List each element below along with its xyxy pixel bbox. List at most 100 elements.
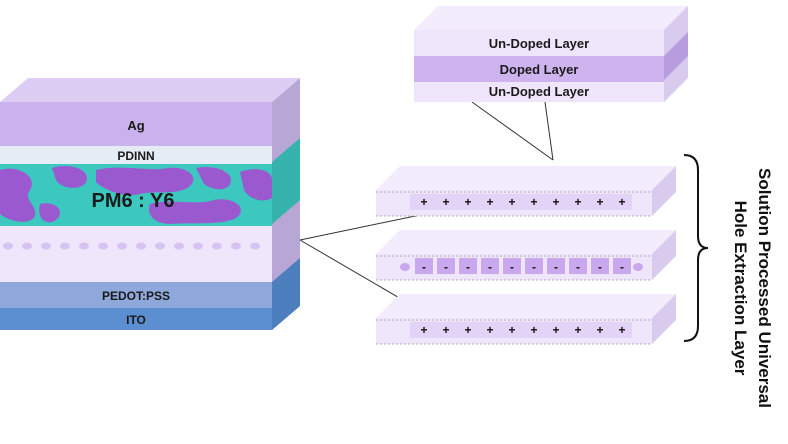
charge-mid-cell [481, 258, 499, 274]
htl-dot [98, 242, 108, 250]
active-blob-1 [0, 168, 36, 222]
charge-top-charge-symbol: + [420, 195, 427, 209]
htl-dot [60, 242, 70, 250]
layer-label-ito: ITO [126, 313, 146, 327]
detail-label-middle: Doped Layer [500, 62, 579, 77]
active-blob-6 [148, 199, 241, 224]
device-stack: Ag PDINN PM6 : Y6 PEDOT:PSS ITO [0, 78, 300, 330]
active-blob-2 [52, 165, 88, 188]
detail-layer-top [414, 30, 664, 56]
detail-stack: Un-Doped Layer Doped Layer Un-Doped Laye… [414, 6, 688, 102]
charge-top-charge-symbol: + [442, 195, 449, 209]
active-blob-5 [240, 169, 272, 201]
htl-dot [250, 242, 260, 250]
layer-ito [0, 308, 272, 330]
charge-mid-cell [569, 258, 587, 274]
charge-mid-charge-symbol: - [576, 260, 580, 274]
charge-bot-charge-symbol: + [486, 323, 493, 337]
charge-top-charge-symbol: + [596, 195, 603, 209]
charge-mid-charge-symbol: - [598, 260, 602, 274]
detail-line-right [544, 101, 554, 161]
stack-side-active [272, 138, 300, 224]
detail-label-top: Un-Doped Layer [489, 36, 589, 51]
charge-mid-cell [525, 258, 543, 274]
charge-top-charge-symbol: + [530, 195, 537, 209]
htl-dot [3, 242, 13, 250]
layer-label-pdinn: PDINN [117, 149, 154, 163]
detail-line-left [471, 101, 554, 161]
detail-layer-middle [414, 56, 664, 82]
charge-layer-middle: ---------- [376, 230, 676, 281]
charge-top-charge-symbol: + [574, 195, 581, 209]
charge-bot-top-face [376, 294, 676, 318]
charge-top-band [410, 194, 632, 210]
charge-mid-charge-symbol: - [422, 260, 426, 274]
charge-bot-charge-symbol: + [442, 323, 449, 337]
detail-side-middle [664, 32, 688, 80]
layer-ag [0, 102, 272, 146]
zoom-line-upper [299, 214, 421, 241]
layer-label-active: PM6 : Y6 [92, 190, 175, 212]
layer-label-pedot: PEDOT:PSS [102, 289, 170, 303]
active-blob-3 [96, 167, 194, 196]
charge-top-top-face [376, 166, 676, 190]
htl-dot [136, 242, 146, 250]
charge-mid-charge-symbol: - [620, 260, 624, 274]
htl-dot [212, 242, 222, 250]
charge-mid-cell [503, 258, 521, 274]
layer-label-ag: Ag [127, 118, 144, 133]
detail-top-face [414, 6, 688, 30]
charge-top-side-face [652, 166, 676, 216]
charge-mid-cell [613, 258, 631, 274]
detail-layer-bottom [414, 82, 664, 102]
charge-top-charge-symbol: + [464, 195, 471, 209]
brace-label-line1: Solution Processed Universal [755, 168, 774, 408]
charge-bot-charge-symbol: + [618, 323, 625, 337]
charge-mid-charge-symbol: - [510, 260, 514, 274]
charge-top-charge-symbol: + [508, 195, 515, 209]
charge-mid-cell [437, 258, 455, 274]
charge-bot-charge-symbol: + [552, 323, 559, 337]
active-blob-4 [196, 166, 232, 190]
htl-dot [117, 242, 127, 250]
brace-label-line2: Hole Extraction Layer [731, 200, 750, 376]
htl-dot [22, 242, 32, 250]
charge-bot-charge-symbol: + [420, 323, 427, 337]
charge-mid-charge-symbol: - [466, 260, 470, 274]
charge-top-cells: ++++++++++ [420, 195, 625, 209]
charge-mid-cell [415, 258, 433, 274]
charge-mid-cell [459, 258, 477, 274]
charge-mid-charge-symbol: - [554, 260, 558, 274]
charge-mid-charge-symbol: - [444, 260, 448, 274]
curly-brace [683, 154, 709, 342]
charge-bot-cells: + + + + + + + + + + [420, 323, 625, 337]
layer-pdinn [0, 146, 272, 164]
active-blob-7 [39, 203, 61, 223]
charge-mid-cells: ---------- [415, 258, 631, 274]
htl-dot [79, 242, 89, 250]
htl-dot [155, 242, 165, 250]
layer-htl [0, 226, 272, 282]
layer-pedot [0, 282, 272, 308]
charge-top-charge-symbol: + [618, 195, 625, 209]
htl-dots [3, 242, 260, 250]
charge-bot-charge-symbol: + [574, 323, 581, 337]
stack-side-lower [272, 258, 300, 330]
charge-bot-charge-symbol: + [530, 323, 537, 337]
htl-dot [231, 242, 241, 250]
charge-mid-charge-symbol: - [488, 260, 492, 274]
charge-mid-dot-right [633, 263, 643, 271]
charge-mid-dot-left [400, 263, 410, 271]
charge-bot-charge-symbol: + [508, 323, 515, 337]
charge-mid-top-face [376, 230, 676, 254]
htl-dot [41, 242, 51, 250]
charge-top-charge-symbol: + [486, 195, 493, 209]
charge-bot-charge-symbol: + [596, 323, 603, 337]
charge-mid-side-face [652, 230, 676, 280]
charge-bot-charge-symbol: + [464, 323, 471, 337]
charge-layer-top: ++++++++++ [376, 166, 676, 217]
htl-dot [174, 242, 184, 250]
charge-layer-bottom: + + + + + + + + + + [376, 294, 676, 345]
detail-label-bottom: Un-Doped Layer [489, 84, 589, 99]
